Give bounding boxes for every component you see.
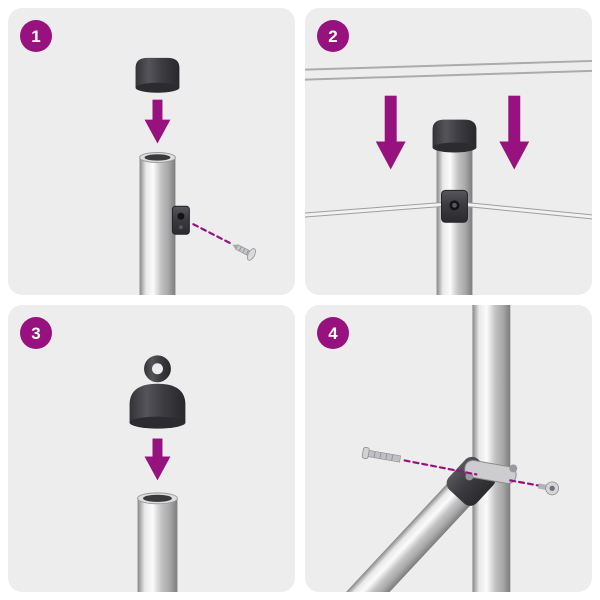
screw bbox=[537, 481, 560, 496]
arrow-down-icon bbox=[499, 95, 530, 170]
dashed-guide-line bbox=[509, 479, 545, 488]
bolt bbox=[361, 447, 401, 463]
clothesline-wires-top bbox=[305, 59, 592, 81]
pole-tube bbox=[139, 151, 176, 295]
arrow-down-icon bbox=[144, 438, 171, 481]
step-number-badge: 1 bbox=[20, 20, 52, 52]
step-number-badge: 4 bbox=[317, 317, 349, 349]
step-number-badge: 2 bbox=[317, 20, 349, 52]
pole-tube bbox=[137, 492, 178, 592]
arrow-down-icon bbox=[144, 99, 171, 144]
dashed-guide-line bbox=[192, 223, 232, 245]
end-cap bbox=[135, 57, 180, 93]
line-clip bbox=[171, 205, 190, 235]
step-3-illustration bbox=[129, 355, 186, 592]
step-3-panel: 3 bbox=[8, 305, 295, 592]
dashed-guide-line bbox=[403, 459, 478, 476]
eyelet-cap bbox=[129, 355, 186, 429]
step-2-illustration bbox=[305, 59, 592, 295]
pole-tube bbox=[472, 305, 511, 592]
step-1-panel: 1 bbox=[8, 8, 295, 295]
step-4-panel: 4 bbox=[305, 305, 592, 592]
clothesline-wire bbox=[305, 201, 592, 220]
screw bbox=[232, 244, 256, 261]
step-1-illustration bbox=[135, 57, 256, 295]
step-number-badge: 3 bbox=[20, 317, 52, 349]
step-4-illustration bbox=[335, 305, 560, 592]
step-2-panel: 2 bbox=[305, 8, 592, 295]
line-clip bbox=[441, 189, 468, 223]
arrow-down-icon bbox=[375, 95, 406, 170]
